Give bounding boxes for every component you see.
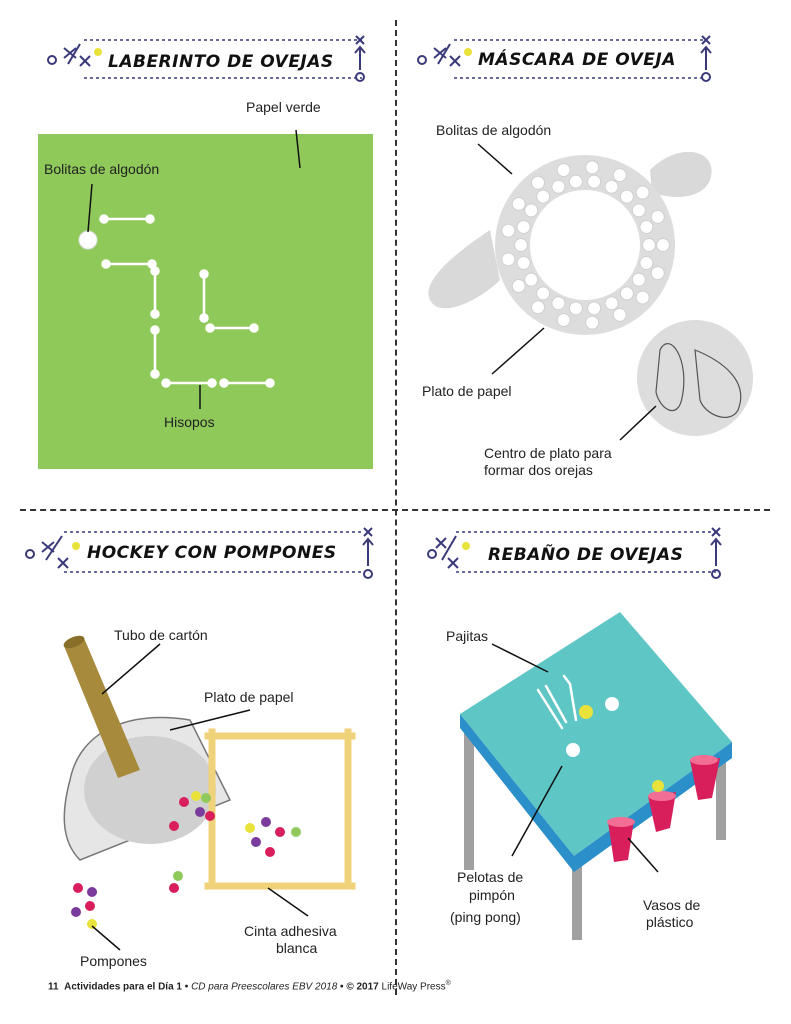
label-plate-center-line2: formar dos orejas	[484, 462, 593, 478]
cotton-ball-dot	[536, 286, 551, 301]
sheep-mask-illustration	[428, 143, 753, 441]
cotton-ball-dot	[650, 266, 665, 281]
label-pompoms: Pompones	[80, 953, 147, 969]
play-diagram-icon	[417, 35, 712, 82]
cotton-ball-dot	[639, 256, 654, 271]
label-tube: Tubo de cartón	[114, 627, 208, 643]
cotton-ball-dot	[568, 301, 583, 316]
cotton-ball-dot	[604, 179, 619, 194]
cotton-ball-dot	[587, 174, 602, 189]
green-paper-illustration	[38, 129, 373, 469]
play-diagram-icon	[47, 35, 366, 82]
cotton-ball-dot	[556, 162, 571, 177]
label-maze-cotton-balls: Bolitas de algodón	[44, 161, 160, 177]
cotton-ball-dot	[514, 238, 528, 252]
cotton-ball-dot	[619, 286, 634, 301]
label-cups-line2: plástico	[646, 914, 694, 930]
cotton-ball-dot	[635, 290, 650, 305]
label-mask-cotton-balls: Bolitas de algodón	[436, 122, 552, 138]
label-mask-paper-plate: Plato de papel	[422, 383, 512, 399]
mask-title: MÁSCARA DE OVEJA	[478, 50, 676, 70]
cotton-ball-dot	[516, 256, 531, 271]
cotton-ball-dot	[530, 175, 545, 190]
flock-title: REBAÑO DE OVEJAS	[488, 545, 684, 565]
hockey-title: HOCKEY CON POMPONES	[87, 543, 337, 563]
cotton-ball-dot	[568, 174, 583, 189]
label-tape-line1: Cinta adhesiva	[244, 923, 337, 939]
label-green-paper: Papel verde	[246, 99, 321, 115]
cotton-ball-dot	[650, 209, 665, 224]
footer-activities: Actividades para el Día 1	[64, 981, 182, 993]
vertical-cut-line	[395, 20, 397, 995]
cotton-ball-dot	[631, 272, 646, 287]
cotton-ball-dot	[530, 300, 545, 315]
label-plate-center-line1: Centro de plato para	[484, 445, 612, 461]
cotton-ball-dot	[501, 223, 516, 238]
cotton-ball-dot	[516, 219, 531, 234]
play-diagram-icon	[427, 527, 722, 579]
cotton-ball-dot	[536, 189, 551, 204]
label-balls-line3: (ping pong)	[450, 909, 521, 925]
cotton-ball-dot	[585, 315, 600, 330]
cotton-ball-dot	[612, 168, 627, 183]
cotton-ball-dot	[511, 196, 526, 211]
cotton-ball-dot	[612, 307, 627, 322]
table-illustration	[460, 612, 732, 940]
footer-publisher: LifeWay Press	[381, 981, 446, 993]
cotton-ball-dot	[524, 203, 539, 218]
footer-registered-mark: ®	[445, 980, 451, 987]
cotton-ball-dot	[587, 301, 602, 316]
maze-title: LABERINTO DE OVEJAS	[108, 52, 334, 72]
play-diagram-icon	[25, 527, 374, 579]
page-footer: 11 Actividades para el Día 1 • CD para P…	[48, 980, 451, 992]
cotton-ball-dot	[551, 179, 566, 194]
label-hockey-paper-plate: Plato de papel	[204, 689, 294, 705]
cotton-ball-dot	[556, 313, 571, 328]
cotton-ball-dot	[631, 203, 646, 218]
label-balls-line1: Pelotas de	[457, 869, 524, 885]
footer-copyright: © 2017	[346, 981, 379, 993]
hockey-illustration	[63, 635, 356, 951]
cotton-ball-dot	[639, 219, 654, 234]
label-cups-line1: Vasos de	[643, 897, 701, 913]
footer-separator-1: •	[184, 981, 189, 993]
label-straws: Pajitas	[446, 628, 489, 644]
label-swabs: Hisopos	[164, 414, 215, 430]
cotton-ball-dot	[642, 238, 656, 252]
cotton-ball-dot	[656, 238, 670, 252]
label-balls-line2: pimpón	[469, 887, 515, 903]
cotton-ball-dot	[551, 296, 566, 311]
cotton-ball-dot	[524, 272, 539, 287]
cotton-ball-dot	[511, 279, 526, 294]
cotton-ball-dot	[501, 252, 516, 267]
cotton-ball-dot	[585, 160, 600, 175]
footer-page-number: 11	[48, 981, 59, 993]
cotton-ball-dot	[604, 296, 619, 311]
cotton-ball-dot	[619, 189, 634, 204]
footer-cd-title: CD para Preescolares EBV 2018	[191, 981, 338, 993]
label-tape-line2: blanca	[276, 940, 318, 956]
cotton-ball-dot	[635, 185, 650, 200]
footer-separator-2: •	[340, 981, 344, 993]
horizontal-cut-line	[20, 509, 770, 511]
